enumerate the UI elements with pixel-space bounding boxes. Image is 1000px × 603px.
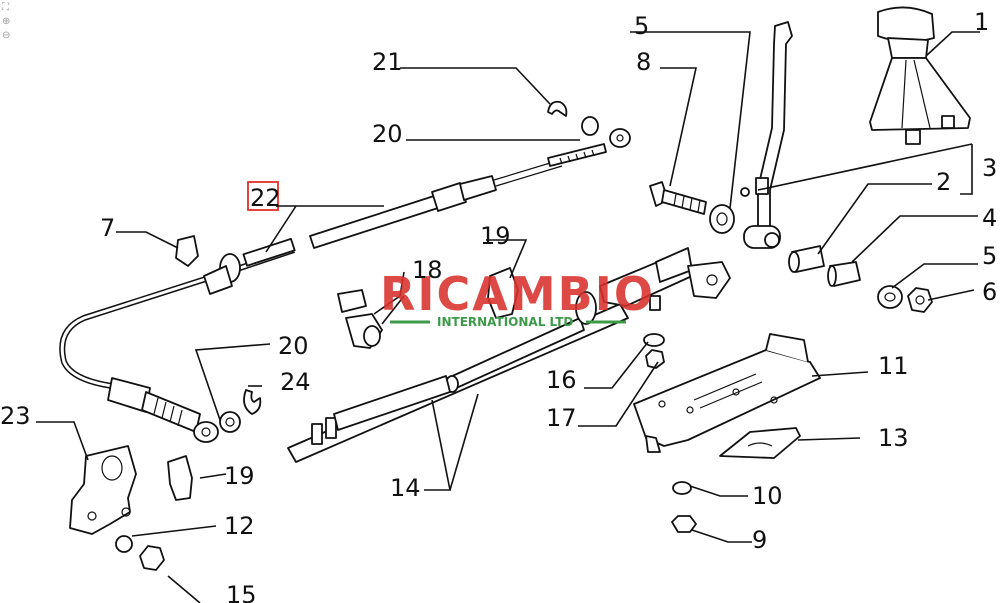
leader-lines xyxy=(36,31,980,603)
callout-11[interactable]: 11 xyxy=(878,352,909,380)
callout-1[interactable]: 1 xyxy=(974,8,989,36)
watermark-brand: RICAMBIO xyxy=(380,267,655,321)
gear-knob-boot[interactable] xyxy=(869,6,971,145)
bush[interactable] xyxy=(788,245,825,273)
gearshift-cable[interactable] xyxy=(59,128,631,443)
callout-20[interactable]: 20 xyxy=(372,120,403,148)
washer[interactable] xyxy=(877,285,903,309)
circlip[interactable] xyxy=(547,100,568,117)
nut[interactable] xyxy=(907,287,933,313)
nut[interactable] xyxy=(671,515,697,533)
washer[interactable] xyxy=(709,204,735,234)
callout-15[interactable]: 15 xyxy=(226,581,257,603)
fullscreen-icon[interactable]: ⛶ xyxy=(2,2,9,13)
callout-20[interactable]: 20 xyxy=(278,332,309,360)
callout-18[interactable]: 18 xyxy=(412,256,443,284)
callout-3[interactable]: 3 xyxy=(982,154,997,182)
clip[interactable] xyxy=(167,455,193,501)
washer[interactable] xyxy=(115,535,133,553)
washer[interactable] xyxy=(672,481,692,495)
zoom-out-icon[interactable]: ⊖ xyxy=(2,30,11,41)
callout-22[interactable]: 22 xyxy=(250,184,281,212)
spacer[interactable] xyxy=(827,261,861,287)
callout-7[interactable]: 7 xyxy=(100,214,115,242)
washer[interactable] xyxy=(219,411,241,433)
circlip[interactable] xyxy=(243,389,262,415)
callout-6[interactable]: 6 xyxy=(982,278,997,306)
callout-17[interactable]: 17 xyxy=(546,404,577,432)
nut[interactable] xyxy=(645,349,665,369)
callout-4[interactable]: 4 xyxy=(982,204,997,232)
callout-12[interactable]: 12 xyxy=(224,512,255,540)
bolt[interactable] xyxy=(649,181,707,215)
watermark-subtitle: INTERNATIONAL LTD xyxy=(437,315,573,329)
clip[interactable] xyxy=(487,267,519,319)
callout-9[interactable]: 9 xyxy=(752,526,767,554)
callout-13[interactable]: 13 xyxy=(878,424,909,452)
mounting-plate[interactable] xyxy=(633,333,821,453)
bush[interactable] xyxy=(337,289,383,349)
selector-rod[interactable] xyxy=(287,247,731,463)
watermark: RICAMBIO INTERNATIONAL LTD xyxy=(380,267,655,329)
callout-23[interactable]: 23 xyxy=(0,402,31,430)
clip[interactable] xyxy=(175,235,199,267)
support-bracket[interactable] xyxy=(69,445,137,535)
callout-14[interactable]: 14 xyxy=(390,474,421,502)
callout-10[interactable]: 10 xyxy=(752,482,783,510)
callout-19[interactable]: 19 xyxy=(224,462,255,490)
zoom-in-icon[interactable]: ⊕ xyxy=(2,16,11,27)
callout-8[interactable]: 8 xyxy=(636,48,651,76)
gear-lever[interactable] xyxy=(740,21,793,249)
callout-2[interactable]: 2 xyxy=(936,168,951,196)
callout-5[interactable]: 5 xyxy=(634,12,649,40)
callout-16[interactable]: 16 xyxy=(546,366,577,394)
nut[interactable] xyxy=(139,545,165,571)
callout-labels: 1 2 3 4 5 5 6 7 8 9 10 11 12 13 14 15 16… xyxy=(0,8,997,603)
callout-5[interactable]: 5 xyxy=(982,242,997,270)
highlight-box xyxy=(247,181,279,211)
washer[interactable] xyxy=(643,333,665,347)
callout-21[interactable]: 21 xyxy=(372,48,403,76)
callout-24[interactable]: 24 xyxy=(280,368,311,396)
washer[interactable] xyxy=(581,116,599,136)
callout-19[interactable]: 19 xyxy=(480,222,511,250)
